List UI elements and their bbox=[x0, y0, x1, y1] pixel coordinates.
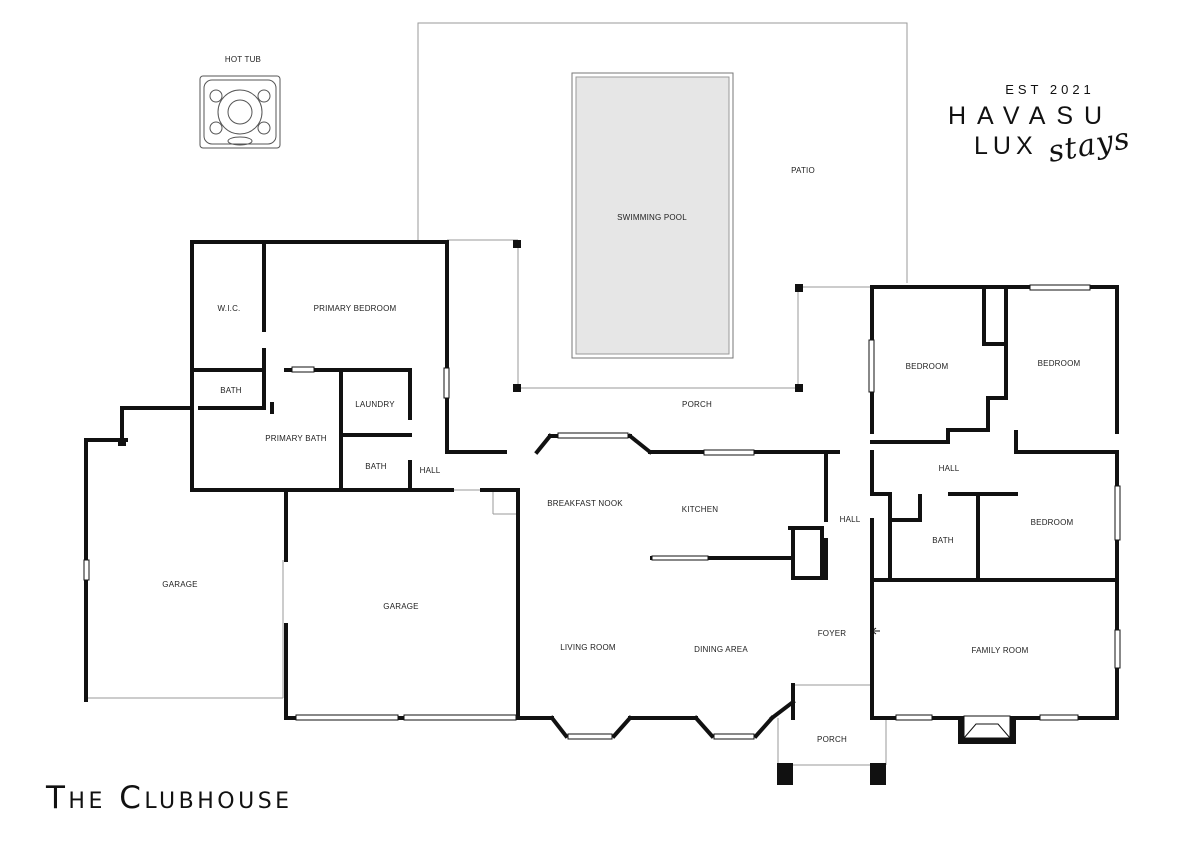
hot-tub-icon bbox=[199, 75, 281, 149]
label-bedroom-1: BEDROOM bbox=[906, 362, 949, 371]
label-kitchen: KITCHEN bbox=[682, 505, 719, 514]
label-family-room: FAMILY ROOM bbox=[971, 646, 1028, 655]
label-living-room: LIVING ROOM bbox=[560, 643, 616, 652]
entry-arrow-icon bbox=[871, 627, 880, 635]
label-bedroom-3: BEDROOM bbox=[1031, 518, 1074, 527]
label-hall-left: HALL bbox=[420, 466, 441, 475]
windows bbox=[83, 284, 1121, 740]
label-bath-primary-top: BATH bbox=[220, 386, 242, 395]
thin-lines bbox=[86, 239, 887, 766]
brand-lux: LUX bbox=[974, 132, 1038, 160]
label-laundry: LAUNDRY bbox=[355, 400, 395, 409]
label-swimming-pool: SWIMMING POOL bbox=[617, 213, 687, 222]
label-bedroom-2: BEDROOM bbox=[1038, 359, 1081, 368]
label-hall-right: HALL bbox=[939, 464, 960, 473]
label-bath-right: BATH bbox=[932, 536, 954, 545]
label-foyer: FOYER bbox=[818, 629, 847, 638]
fireplace bbox=[958, 715, 1016, 744]
brand-est: EST 2021 bbox=[1005, 82, 1095, 97]
label-porch-front: PORCH bbox=[817, 735, 847, 744]
brand-name: HAVASU bbox=[948, 102, 1114, 130]
label-hall-center: HALL bbox=[840, 515, 861, 524]
label-porch-back: PORCH bbox=[682, 400, 712, 409]
label-bath-small: BATH bbox=[365, 462, 387, 471]
room-labels: HOT TUB PATIO SWIMMING POOL W.I.C. PRIMA… bbox=[162, 55, 1080, 744]
label-patio: PATIO bbox=[791, 166, 815, 175]
label-hot-tub: HOT TUB bbox=[225, 55, 261, 64]
patio-outline bbox=[417, 22, 908, 283]
label-wic: W.I.C. bbox=[218, 304, 241, 313]
posts bbox=[118, 240, 886, 785]
page-title: The Clubhouse bbox=[46, 780, 293, 816]
label-breakfast-nook: BREAKFAST NOOK bbox=[547, 499, 623, 508]
swimming-pool bbox=[571, 72, 734, 359]
label-primary-bedroom: PRIMARY BEDROOM bbox=[314, 304, 397, 313]
label-primary-bath: PRIMARY BATH bbox=[265, 434, 327, 443]
label-dining-area: DINING AREA bbox=[694, 645, 748, 654]
label-garage-left: GARAGE bbox=[162, 580, 197, 589]
label-garage-right: GARAGE bbox=[383, 602, 418, 611]
